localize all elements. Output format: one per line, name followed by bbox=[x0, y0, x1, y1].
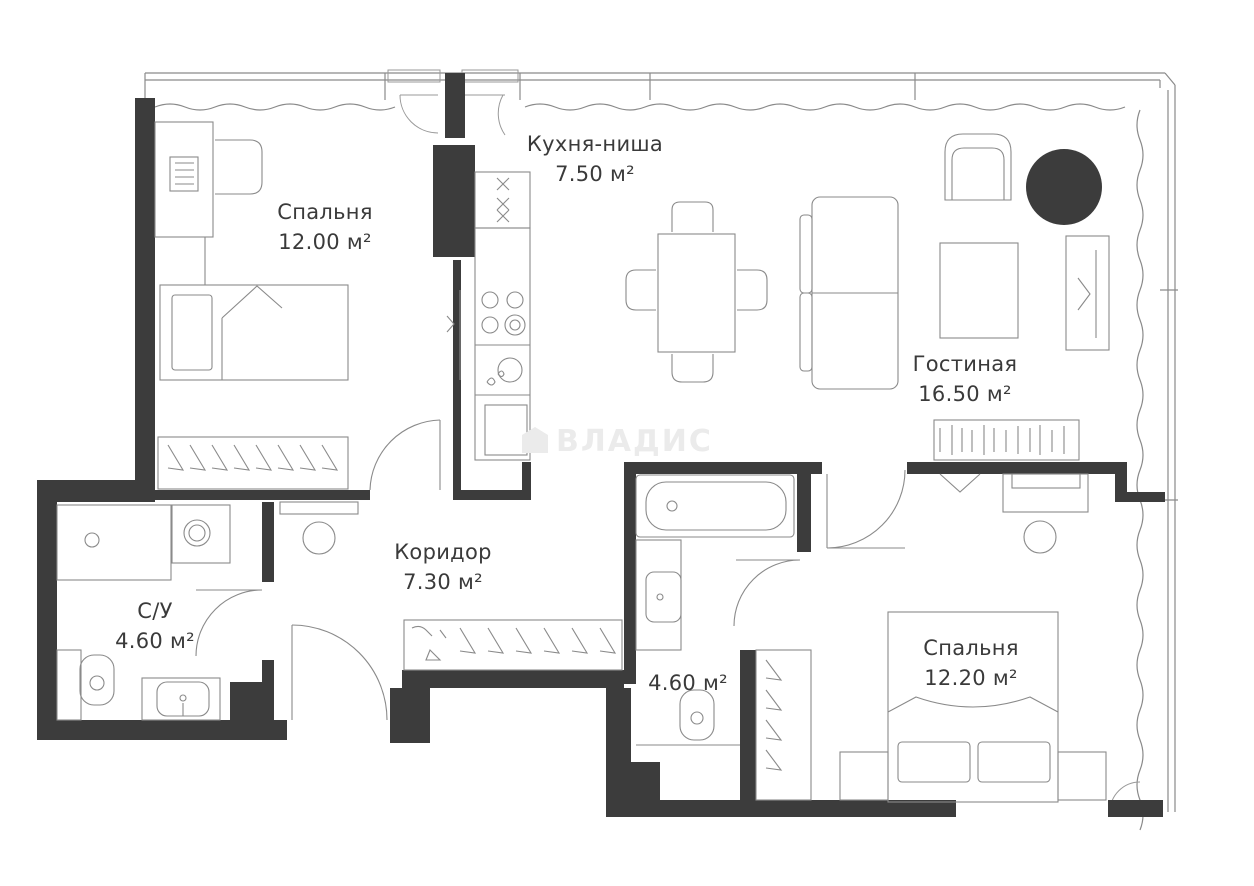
room-area: 4.60 м² bbox=[648, 671, 728, 695]
room-label-bedroom-right: Спальня 12.20 м² bbox=[896, 633, 1046, 693]
room-name: Кухня-ниша bbox=[526, 132, 664, 156]
room-name: Спальня bbox=[277, 200, 373, 224]
room-area: 7.50 м² bbox=[555, 162, 635, 186]
room-name: Коридор bbox=[394, 540, 492, 564]
room-name: С/У bbox=[137, 599, 173, 623]
walls bbox=[37, 73, 1165, 817]
interior-lines bbox=[56, 121, 1110, 803]
room-label-bathroom-mid: 4.60 м² bbox=[613, 668, 763, 698]
room-label-bathroom-left: С/У 4.60 м² bbox=[80, 596, 230, 656]
round-side-table bbox=[1026, 149, 1102, 225]
room-name: Гостиная bbox=[912, 352, 1018, 376]
window-glazing bbox=[144, 72, 1178, 831]
room-area: 7.30 м² bbox=[403, 570, 483, 594]
room-label-bedroom-left: Спальня 12.00 м² bbox=[250, 197, 400, 257]
room-area: 12.00 м² bbox=[278, 230, 372, 254]
room-label-corridor: Коридор 7.30 м² bbox=[368, 537, 518, 597]
room-label-living: Гостиная 16.50 м² bbox=[890, 349, 1040, 409]
room-area: 12.20 м² bbox=[924, 666, 1018, 690]
watermark-text: ВЛАДИС bbox=[556, 424, 713, 459]
room-name: Спальня bbox=[923, 636, 1019, 660]
room-label-kitchen: Кухня-ниша 7.50 м² bbox=[510, 129, 680, 189]
watermark-logo-icon bbox=[522, 427, 548, 453]
room-area: 4.60 м² bbox=[115, 629, 195, 653]
room-area: 16.50 м² bbox=[918, 382, 1012, 406]
watermark: ВЛАДИС bbox=[520, 424, 713, 459]
